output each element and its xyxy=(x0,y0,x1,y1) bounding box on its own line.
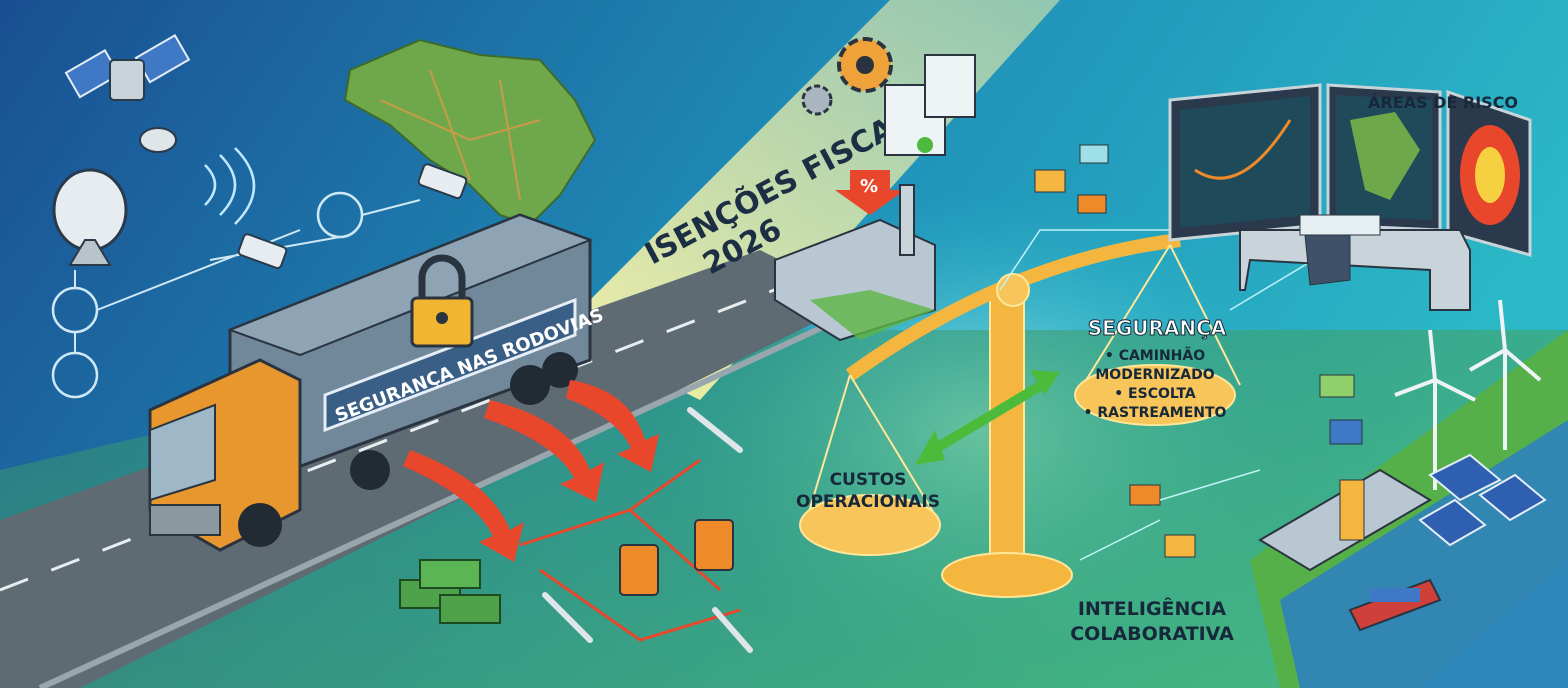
cost-arrows xyxy=(403,380,659,562)
gear-icon xyxy=(801,37,893,116)
svg-text:OPERACIONAIS: OPERACIONAIS xyxy=(796,492,940,512)
document-icon xyxy=(884,54,976,156)
svg-text:• CAMINHÃO: • CAMINHÃO xyxy=(1105,347,1205,364)
svg-text:INTELIGÊNCIA: INTELIGÊNCIA xyxy=(1078,597,1227,620)
control-desk xyxy=(1239,214,1471,311)
security-panel: SEGURANÇA • CAMINHÃO MODERNIZADO • ESCOL… xyxy=(1084,316,1228,422)
tax-percent-icon: % xyxy=(835,170,905,215)
risk-areas-title: ÁREAS DE RISCO xyxy=(1368,93,1518,112)
svg-text:MODERNIZADO: MODERNIZADO xyxy=(1095,367,1214,383)
signal-waves xyxy=(204,147,256,225)
svg-text:• RASTREAMENTO: • RASTREAMENTO xyxy=(1084,405,1227,421)
satellite-dish-icon xyxy=(52,168,128,266)
svg-text:CUSTOS: CUSTOS xyxy=(830,470,907,490)
collaborative-intelligence-label: INTELIGÊNCIA COLABORATIVA xyxy=(1070,597,1234,645)
padlock-icon xyxy=(410,254,474,348)
brazil-map xyxy=(343,38,597,227)
map-roads xyxy=(379,69,541,201)
svg-text:%: % xyxy=(860,176,878,197)
svg-text:SEGURANÇA: SEGURANÇA xyxy=(1088,316,1227,340)
money-stack-icon xyxy=(399,559,501,624)
wrench-icon xyxy=(542,407,753,653)
factory xyxy=(774,184,936,342)
wind-turbine-icon xyxy=(1394,299,1542,490)
cctv-camera-icon xyxy=(237,163,468,270)
port xyxy=(1258,468,1442,632)
arrow-head-left xyxy=(915,430,945,465)
fuel-pump-icon xyxy=(619,519,734,596)
arrow-head-right xyxy=(1030,370,1060,395)
costs-label: CUSTOS OPERACIONAIS xyxy=(796,470,940,512)
svg-text:COLABORATIVA: COLABORATIVA xyxy=(1070,623,1234,645)
network-lines-right xyxy=(999,229,1331,561)
cost-network xyxy=(519,458,741,642)
monitors xyxy=(1168,83,1532,257)
network-lines xyxy=(74,199,421,353)
satellite-icon xyxy=(64,34,191,153)
svg-text:• ESCOLTA: • ESCOLTA xyxy=(1114,386,1196,402)
balance-scale xyxy=(799,233,1241,598)
solar-panel-icon xyxy=(1418,453,1547,547)
truck xyxy=(148,213,593,552)
data-tiles xyxy=(1034,144,1363,558)
balance-arrow-icon xyxy=(922,375,1053,460)
